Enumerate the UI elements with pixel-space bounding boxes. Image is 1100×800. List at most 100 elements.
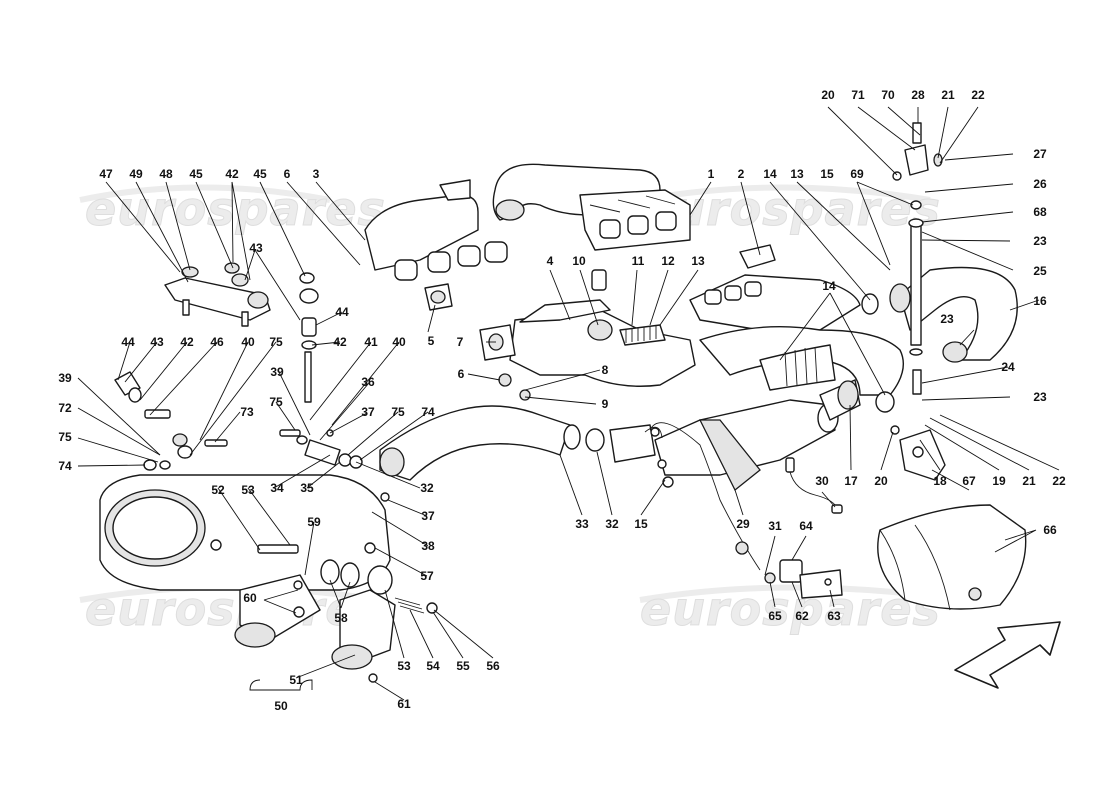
- parts-drawing: [99, 122, 1061, 689]
- callout-label: 61: [397, 697, 411, 711]
- callout-label: 35: [300, 481, 314, 495]
- callout-label: 59: [307, 515, 321, 529]
- callout-label: 29: [736, 517, 750, 531]
- callout-label: 20: [874, 474, 888, 488]
- callout-label: 53: [397, 659, 411, 673]
- callout-label: 47: [99, 167, 113, 181]
- leader-lines: [77, 106, 1060, 701]
- exhaust-manifold-4: [479, 269, 696, 401]
- bracket-18: [890, 425, 946, 481]
- callout-label: 31: [768, 519, 782, 533]
- callout-label: 75: [269, 335, 283, 349]
- callout-labels: 1 2 3 4 5 6 6 7 8 9 10 11 12 13 13 14 14…: [58, 88, 1066, 713]
- callout-label: 64: [799, 519, 813, 533]
- callout-label: 23: [1033, 234, 1047, 248]
- callout-label: 26: [1033, 177, 1047, 191]
- callout-label: 39: [270, 365, 284, 379]
- callout-label: 7: [457, 335, 464, 349]
- callout-label: 12: [661, 254, 675, 268]
- callout-label: 5: [428, 334, 435, 348]
- callout-label: 37: [361, 405, 375, 419]
- callout-label: 71: [851, 88, 865, 102]
- callout-label: 8: [602, 363, 609, 377]
- callout-label: 43: [150, 335, 164, 349]
- callout-label: 38: [421, 539, 435, 553]
- callout-label: 22: [1052, 474, 1066, 488]
- exhaust-manifold-right: [689, 244, 861, 331]
- callout-label: 15: [634, 517, 648, 531]
- oxygen-sensor: [644, 426, 843, 514]
- callout-label: 14: [822, 279, 836, 293]
- callout-label: 66: [1043, 523, 1057, 537]
- callout-label: 50: [274, 699, 288, 713]
- callout-label: 56: [486, 659, 500, 673]
- callout-label: 32: [605, 517, 619, 531]
- callout-label: 33: [575, 517, 589, 531]
- callout-label: 51: [289, 673, 303, 687]
- callout-label: 40: [392, 335, 406, 349]
- callout-label: 21: [1022, 474, 1036, 488]
- callout-label: 3: [313, 167, 320, 181]
- callout-label: 75: [269, 395, 283, 409]
- callout-label: 1: [708, 167, 715, 181]
- callout-label: 34: [270, 481, 284, 495]
- callout-label: 74: [58, 459, 72, 473]
- callout-label: 18: [933, 474, 947, 488]
- callout-label: 45: [253, 167, 267, 181]
- callout-label: 9: [602, 397, 609, 411]
- callout-label: 42: [225, 167, 239, 181]
- callout-label: 45: [189, 167, 203, 181]
- callout-label: 40: [241, 335, 255, 349]
- mounting-bracket-left: [164, 266, 271, 327]
- callout-label: 74: [421, 405, 435, 419]
- watermark-top-left: eurospares: [85, 182, 386, 236]
- callout-label: 17: [844, 474, 858, 488]
- callout-label: 65: [768, 609, 782, 623]
- callout-label: 6: [458, 367, 465, 381]
- callout-label: 27: [1033, 147, 1047, 161]
- sensor-bracket: [735, 541, 843, 599]
- callout-label: 69: [850, 167, 864, 181]
- callout-label: 62: [795, 609, 809, 623]
- callout-label: 48: [159, 167, 173, 181]
- callout-label: 43: [249, 241, 263, 255]
- callout-label: 20: [821, 88, 835, 102]
- watermark-group: eurospares eurospares eurospares eurospa…: [79, 182, 961, 637]
- callout-label: 54: [426, 659, 440, 673]
- callout-label: 16: [1033, 294, 1047, 308]
- callout-label: 68: [1033, 205, 1047, 219]
- callout-label: 36: [361, 375, 375, 389]
- callout-label: 23: [1033, 390, 1047, 404]
- callout-label: 24: [1001, 360, 1015, 374]
- callout-label: 60: [243, 591, 257, 605]
- callout-label: 6: [284, 167, 291, 181]
- exhaust-manifold-left: [364, 179, 508, 311]
- callout-label: 30: [815, 474, 829, 488]
- callout-label: 53: [241, 483, 255, 497]
- callout-label: 15: [820, 167, 834, 181]
- callout-label: 70: [881, 88, 895, 102]
- callout-label: 46: [210, 335, 224, 349]
- callout-label: 13: [790, 167, 804, 181]
- callout-label: 21: [941, 88, 955, 102]
- callout-label: 41: [364, 335, 378, 349]
- callout-label: 23: [940, 312, 954, 326]
- callout-label: 49: [129, 167, 143, 181]
- rear-silencer: [99, 474, 438, 683]
- left-hardware: [114, 371, 390, 502]
- watermark-bottom-right: eurospares: [640, 582, 941, 636]
- callout-label: 63: [827, 609, 841, 623]
- tailpipe-right-bend: [889, 266, 1018, 363]
- callout-label: 13: [691, 254, 705, 268]
- callout-label: 37: [421, 509, 435, 523]
- callout-label: 75: [58, 430, 72, 444]
- front-direction-arrow-icon: [954, 621, 1061, 689]
- callout-label: 19: [992, 474, 1006, 488]
- callout-label: 67: [962, 474, 976, 488]
- callout-label: 2: [738, 167, 745, 181]
- callout-label: 4: [547, 254, 554, 268]
- callout-label: 32: [420, 481, 434, 495]
- callout-label: 25: [1033, 264, 1047, 278]
- callout-label: 10: [572, 254, 586, 268]
